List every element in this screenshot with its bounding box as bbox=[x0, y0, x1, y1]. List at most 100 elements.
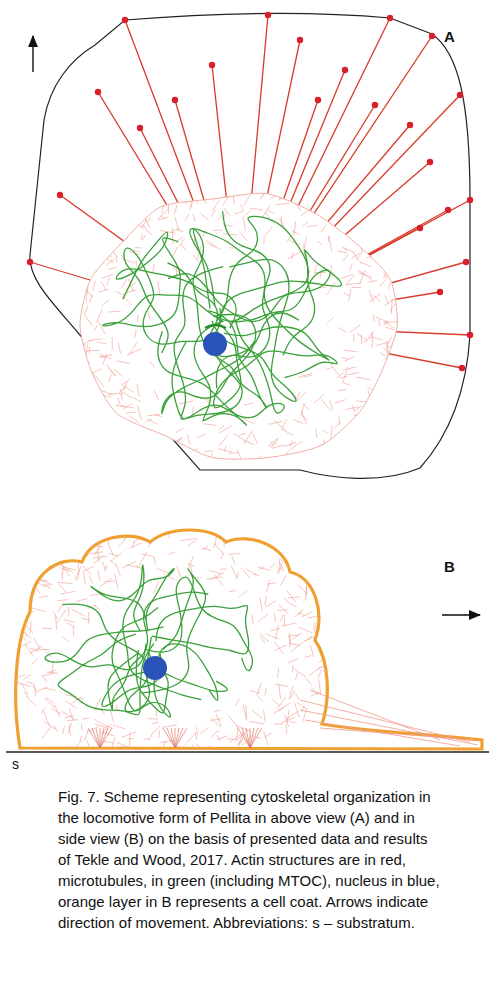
actin-filament bbox=[113, 725, 125, 729]
panel-letter: B bbox=[444, 558, 455, 575]
actin-filament bbox=[264, 709, 265, 721]
actin-filament bbox=[76, 599, 88, 602]
actin-filament bbox=[261, 463, 267, 464]
actin-filament bbox=[173, 247, 177, 256]
actin-filament bbox=[191, 449, 198, 452]
actin-filament bbox=[6, 606, 15, 612]
actin-filament bbox=[387, 337, 392, 346]
actin-filament bbox=[384, 321, 388, 326]
actin-filament bbox=[338, 389, 346, 391]
movement-arrow bbox=[442, 614, 480, 615]
actin-filament bbox=[264, 731, 269, 745]
microtubule bbox=[142, 569, 206, 693]
actin-filament bbox=[243, 216, 246, 230]
actin-filament bbox=[380, 352, 385, 355]
actin-filament bbox=[101, 281, 107, 291]
actin-filament bbox=[257, 683, 262, 695]
actin-filament bbox=[0, 629, 3, 634]
actin-filament bbox=[219, 425, 224, 429]
actin-filament bbox=[260, 193, 265, 199]
actin-filament bbox=[207, 577, 222, 579]
actin-filament bbox=[43, 673, 55, 676]
actin-filament bbox=[268, 421, 282, 424]
actin-filament bbox=[216, 467, 219, 472]
actin-filament bbox=[95, 254, 104, 264]
actin-filament bbox=[119, 540, 126, 547]
actin-filament bbox=[319, 444, 326, 446]
actin-filament bbox=[361, 335, 363, 344]
actin-filament bbox=[215, 755, 226, 760]
actin-filament bbox=[289, 633, 290, 648]
actin-filament bbox=[111, 737, 116, 751]
actin-filament bbox=[223, 193, 232, 205]
actin-filament bbox=[68, 723, 72, 734]
actin-filament bbox=[382, 382, 390, 387]
actin-filament bbox=[192, 197, 193, 207]
actin-filament bbox=[158, 453, 162, 467]
actin-filament bbox=[10, 680, 11, 690]
actin-filament bbox=[206, 745, 211, 757]
actin-filament bbox=[229, 553, 240, 554]
actin-filament bbox=[260, 597, 262, 611]
actin-filament bbox=[254, 574, 260, 575]
microtubule bbox=[193, 229, 299, 356]
actin-filament bbox=[42, 727, 51, 738]
actin-tip bbox=[459, 365, 465, 371]
actin-filament bbox=[21, 682, 28, 694]
microtubule bbox=[123, 565, 201, 700]
actin-filament bbox=[329, 400, 333, 410]
actin-filament bbox=[107, 365, 115, 376]
actin-filament bbox=[202, 194, 206, 204]
adhesion-foot bbox=[96, 728, 100, 748]
actin-meshwork bbox=[70, 182, 410, 477]
actin-filament bbox=[328, 644, 332, 650]
actin-filament bbox=[127, 565, 141, 568]
actin-filament bbox=[206, 240, 217, 247]
actin-filament bbox=[346, 373, 359, 375]
actin-filament bbox=[220, 752, 226, 763]
actin-filament bbox=[307, 225, 317, 226]
actin-filament bbox=[219, 435, 228, 446]
actin-filament bbox=[116, 256, 118, 263]
microtubule bbox=[145, 577, 253, 671]
actin-filament bbox=[398, 359, 409, 360]
actin-filament bbox=[307, 616, 321, 618]
actin-filament bbox=[135, 247, 142, 248]
actin-filament bbox=[126, 412, 137, 414]
actin-filament bbox=[373, 315, 375, 322]
actin-filament bbox=[57, 600, 68, 601]
actin-filament bbox=[202, 185, 205, 191]
actin-filament bbox=[13, 633, 15, 647]
actin-filament bbox=[130, 756, 132, 762]
actin-filament bbox=[61, 591, 76, 594]
actin-filament bbox=[202, 548, 211, 551]
actin-filament bbox=[321, 225, 326, 232]
actin-filament bbox=[135, 755, 137, 763]
actin-filament bbox=[153, 205, 157, 209]
actin-filament bbox=[168, 531, 169, 537]
actin-filament bbox=[231, 565, 238, 578]
actin-filament bbox=[279, 558, 286, 563]
actin-filament bbox=[121, 279, 126, 288]
actin-filament bbox=[87, 544, 89, 556]
actin-filament bbox=[173, 758, 185, 768]
actin-filament bbox=[224, 445, 226, 451]
actin-filament bbox=[320, 609, 327, 612]
actin-filament bbox=[211, 730, 219, 737]
actin-filament bbox=[1, 633, 11, 637]
actin-filament bbox=[2, 612, 7, 624]
actin-filament bbox=[153, 264, 155, 273]
actin-filament bbox=[148, 311, 150, 320]
actin-filament bbox=[321, 399, 331, 411]
actin-filament bbox=[19, 594, 29, 603]
actin-filament bbox=[221, 553, 224, 559]
microtubule bbox=[214, 326, 337, 407]
actin-filament bbox=[200, 213, 208, 220]
actin-filament bbox=[287, 236, 290, 242]
actin-filament bbox=[98, 321, 105, 334]
actin-filament bbox=[209, 570, 222, 574]
actin-filament bbox=[237, 727, 238, 740]
actin-filament bbox=[275, 684, 288, 686]
actin-filament bbox=[357, 333, 368, 341]
actin-filament bbox=[329, 236, 332, 251]
